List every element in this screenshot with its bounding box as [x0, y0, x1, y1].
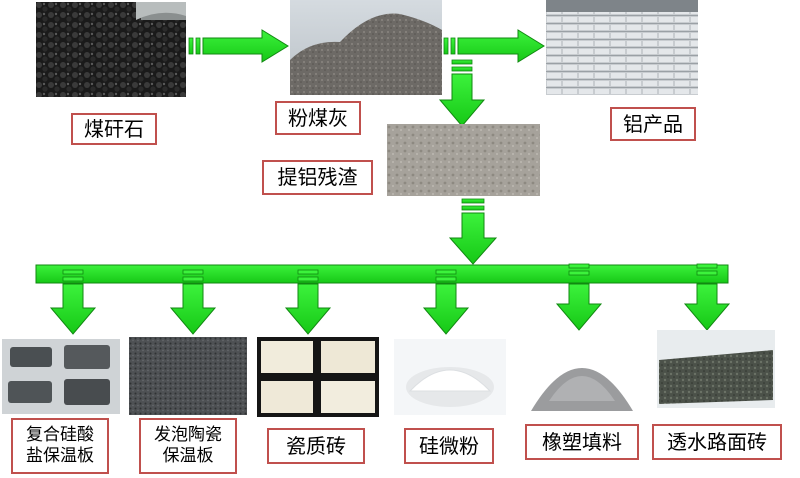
product-1-photo — [2, 339, 120, 414]
residue-label: 提铝残渣 — [262, 160, 373, 195]
arrow-to-product-1 — [49, 269, 97, 335]
aluminum-products-photo — [546, 0, 698, 95]
arrow-to-residue — [438, 59, 486, 127]
fly-ash-label: 粉煤灰 — [275, 101, 361, 135]
arrow-coal-to-flyash — [188, 29, 289, 63]
product-2-label: 发泡陶瓷 保温板 — [139, 418, 237, 474]
arrow-flyash-to-aluminum — [443, 29, 545, 63]
product-3-photo — [257, 337, 379, 417]
arrow-residue-to-bus — [448, 198, 498, 265]
product-5-photo — [527, 331, 637, 415]
distribution-bar — [35, 264, 729, 284]
product-1-label: 复合硅酸 盐保温板 — [11, 418, 109, 474]
arrow-to-product-6 — [683, 263, 731, 331]
product-2-photo — [129, 337, 247, 415]
product-4-label: 硅微粉 — [404, 428, 494, 464]
product-4-photo — [394, 339, 506, 415]
product-6-photo — [657, 330, 775, 408]
arrow-to-product-2 — [169, 269, 217, 335]
arrow-to-product-4 — [422, 269, 470, 335]
product-5-label: 橡塑填料 — [525, 424, 639, 460]
fly-ash-photo — [290, 0, 442, 95]
product-3-label: 瓷质砖 — [267, 428, 365, 464]
residue-photo — [387, 124, 540, 196]
arrow-to-product-3 — [284, 269, 332, 335]
coal-gangue-label: 煤矸石 — [71, 113, 157, 145]
coal-gangue-photo — [36, 2, 186, 97]
product-6-label: 透水路面砖 — [652, 424, 782, 460]
arrow-to-product-5 — [555, 263, 603, 331]
aluminum-products-label: 铝产品 — [610, 107, 696, 141]
